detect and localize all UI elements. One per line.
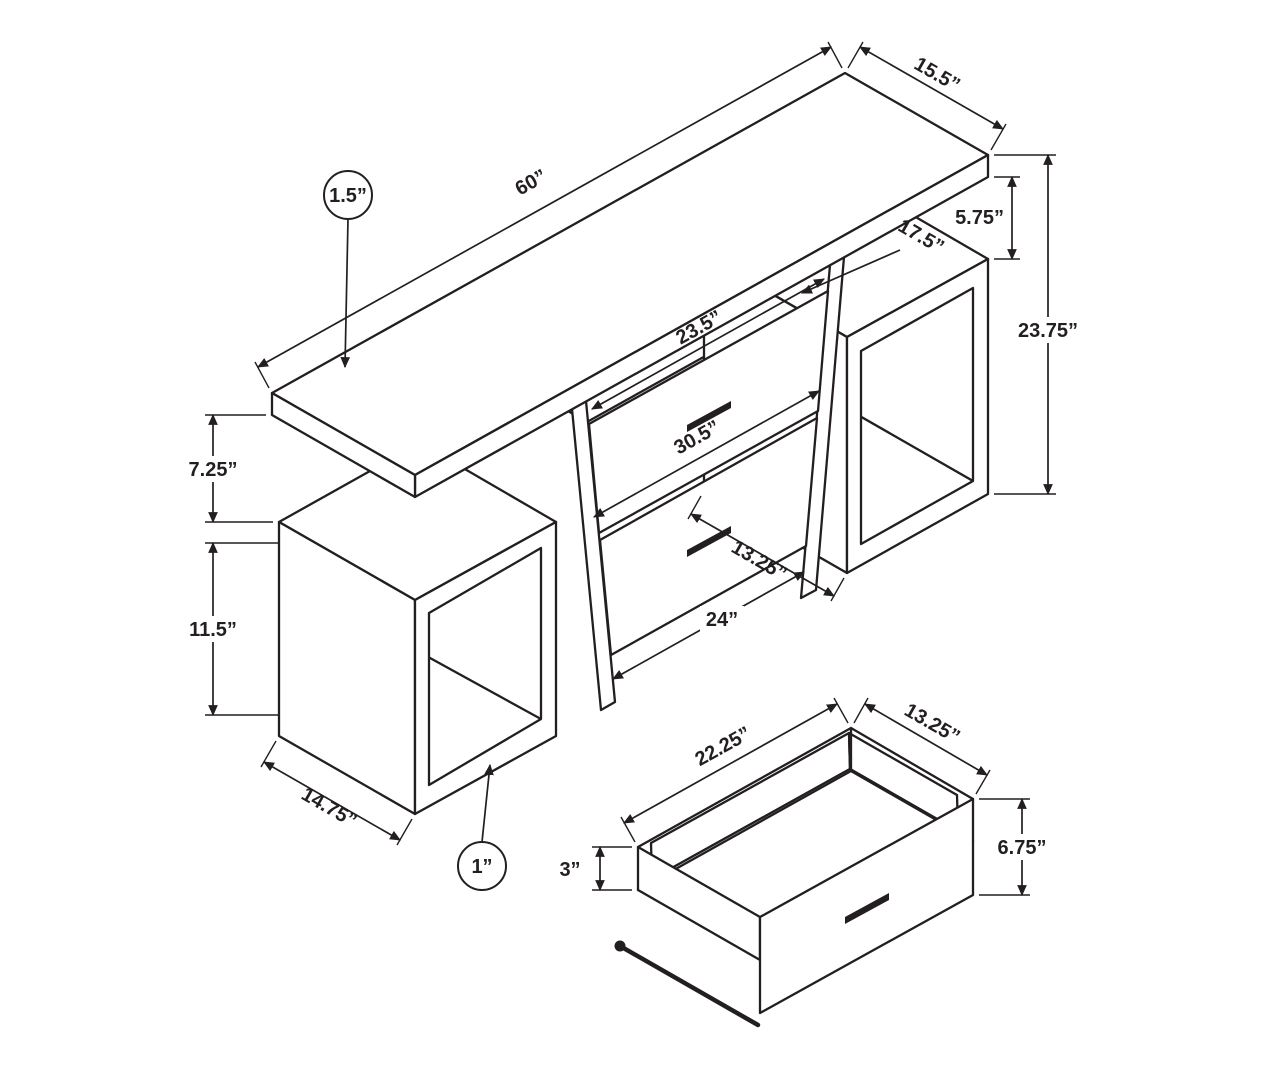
drawer-detail-view <box>614 726 975 1028</box>
dim-top-thickness-label: 1.5” <box>329 185 367 207</box>
callout-panel-thickness: 1” <box>457 763 507 891</box>
dim-left-cabinet-depth-label: 14.75” <box>297 783 360 832</box>
dim-lower-drawer-width-label: 24” <box>706 609 738 631</box>
dim-drawer-depth-label: 13.25” <box>900 699 963 748</box>
dim-left-opening-height-label: 11.5” <box>189 619 237 641</box>
right-cabinet-interior <box>861 409 973 483</box>
dim-drawer-side-height: 3” <box>559 845 632 892</box>
dim-left-opening-height: 11.5” <box>185 541 278 717</box>
dim-lower-drawer-width: 24” <box>612 571 805 680</box>
dim-right-opening-height: 5.75” <box>955 175 1020 261</box>
dim-drawer-side-height-label: 3” <box>559 859 580 881</box>
callout-balloon <box>457 841 507 891</box>
dim-overall-height: 23.75” <box>994 153 1089 496</box>
dim-drawer-width-label: 22.25” <box>691 723 754 771</box>
drawer-slide-rail <box>614 940 761 1028</box>
dim-overall-height-label: 23.75” <box>1018 320 1078 342</box>
left-cabinet-interior <box>429 650 541 721</box>
dim-left-gap-height: 7.25” <box>183 413 273 524</box>
dim-drawer-front-height-label: 6.75” <box>998 837 1047 859</box>
dim-left-gap-height-label: 7.25” <box>189 459 238 481</box>
tabletop-end-edge <box>270 391 417 499</box>
dim-right-opening-height-label: 5.75” <box>955 207 1004 229</box>
tv-stand-view <box>270 71 990 816</box>
callout-top-thickness: 1.5” <box>323 170 373 369</box>
dim-overall-depth-label: 15.5” <box>910 53 963 97</box>
left-cabinet <box>277 441 558 816</box>
dim-drawer-front-height: 6.75” <box>979 797 1053 897</box>
dim-overall-width-label: 60” <box>512 165 551 200</box>
drawer-handle <box>845 893 889 924</box>
dim-panel-thickness-label: 1” <box>471 856 492 878</box>
